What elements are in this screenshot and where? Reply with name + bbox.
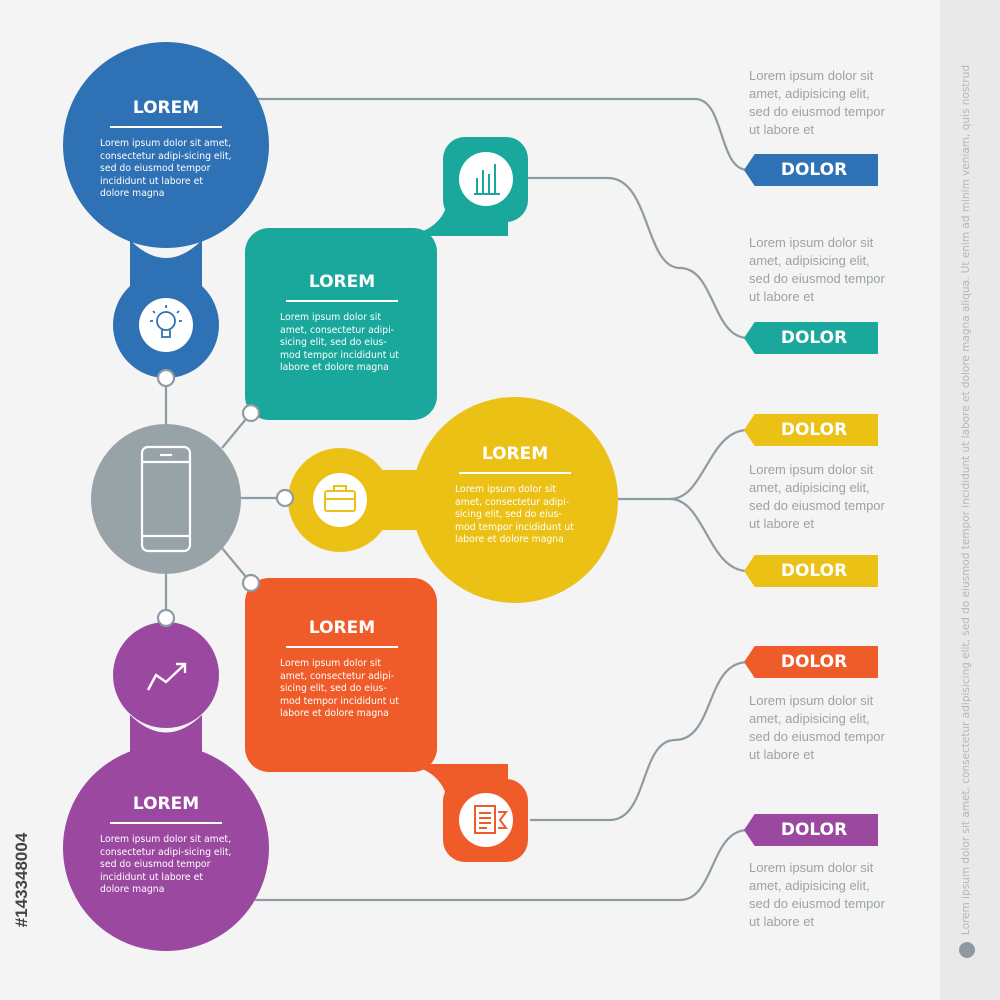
purple-icon-circle [113,622,219,728]
tag-dolor-blue: DOLOR [744,154,878,186]
orange-block-body: Lorem ipsum dolor sit amet, consectetur … [280,658,399,720]
hub-circle [91,424,241,574]
teal-box [245,228,437,420]
tag-dolor-teal: DOLOR [744,322,878,354]
side-dot [959,942,975,958]
orange-block-title: LOREM [308,618,376,638]
bar-chart-icon [459,152,513,206]
node-ring-teal [241,403,261,423]
orange-box [245,578,437,772]
connector-blue [255,97,749,172]
purple-title-rule [110,822,222,824]
blue-block: LOREM Lorem ipsum dolor sit amet, consec… [100,98,232,201]
yellow-block-title: LOREM [481,444,549,464]
connector-orange [530,660,749,822]
tag-dolor-purple: DOLOR [744,814,878,846]
node-ring-yellow [275,488,295,508]
purple-group [63,622,269,951]
node-rings [156,368,295,628]
purple-block-body: Lorem ipsum dolor sit amet, consectetur … [100,834,232,896]
yellow-block-body: Lorem ipsum dolor sit amet, consectetur … [455,484,574,546]
description-1: Lorem ipsum dolor sit amet, adipisicing … [749,68,885,137]
description-2: Lorem ipsum dolor sit amet, adipisicing … [749,235,885,304]
tag-dolor-yellow-top: DOLOR [744,414,878,446]
purple-main-circle [63,745,269,951]
node-ring-bottom [156,608,176,628]
description-4: Lorem ipsum dolor sit amet, adipisicing … [749,693,885,762]
description-5: Lorem ipsum dolor sit amet, adipisicing … [749,860,885,929]
connector-yellow-bottom [669,497,749,573]
smartphone-icon [140,445,192,553]
blue-title-rule [110,126,222,128]
teal-block-body: Lorem ipsum dolor sit amet, consectetur … [280,312,399,374]
connector-yellow-top [610,428,749,501]
document-list-icon [459,793,513,847]
yellow-title-rule [459,472,571,474]
teal-block-title: LOREM [308,272,376,292]
tag-dolor-orange: DOLOR [744,646,878,678]
side-strip [940,0,1000,1000]
purple-block-title: LOREM [132,794,200,814]
orange-title-rule [286,646,398,648]
yellow-neck [370,470,420,530]
teal-group [245,137,528,420]
trend-arrow-icon [146,662,187,691]
blue-group [63,42,269,378]
briefcase-icon [313,473,367,527]
blue-main-circle [63,42,269,248]
connector-teal [525,176,749,340]
teal-block: LOREM Lorem ipsum dolor sit amet, consec… [280,272,404,375]
lightbulb-icon [139,298,193,352]
yellow-block: LOREM Lorem ipsum dolor sit amet, consec… [455,444,575,547]
purple-block: LOREM Lorem ipsum dolor sit amet, consec… [100,794,232,897]
teal-title-rule [286,300,398,302]
yellow-group [288,397,618,603]
description-3: Lorem ipsum dolor sit amet, adipisicing … [749,462,885,531]
node-ring-top [156,368,176,388]
connector-purple [255,828,749,902]
orange-block: LOREM Lorem ipsum dolor sit amet, consec… [280,618,404,721]
tag-dolor-yellow-bottom: DOLOR [744,555,878,587]
yellow-main-circle [412,397,618,603]
node-ring-orange [241,573,261,593]
blue-block-body: Lorem ipsum dolor sit amet, consectetur … [100,138,232,200]
blue-block-title: LOREM [132,98,200,118]
